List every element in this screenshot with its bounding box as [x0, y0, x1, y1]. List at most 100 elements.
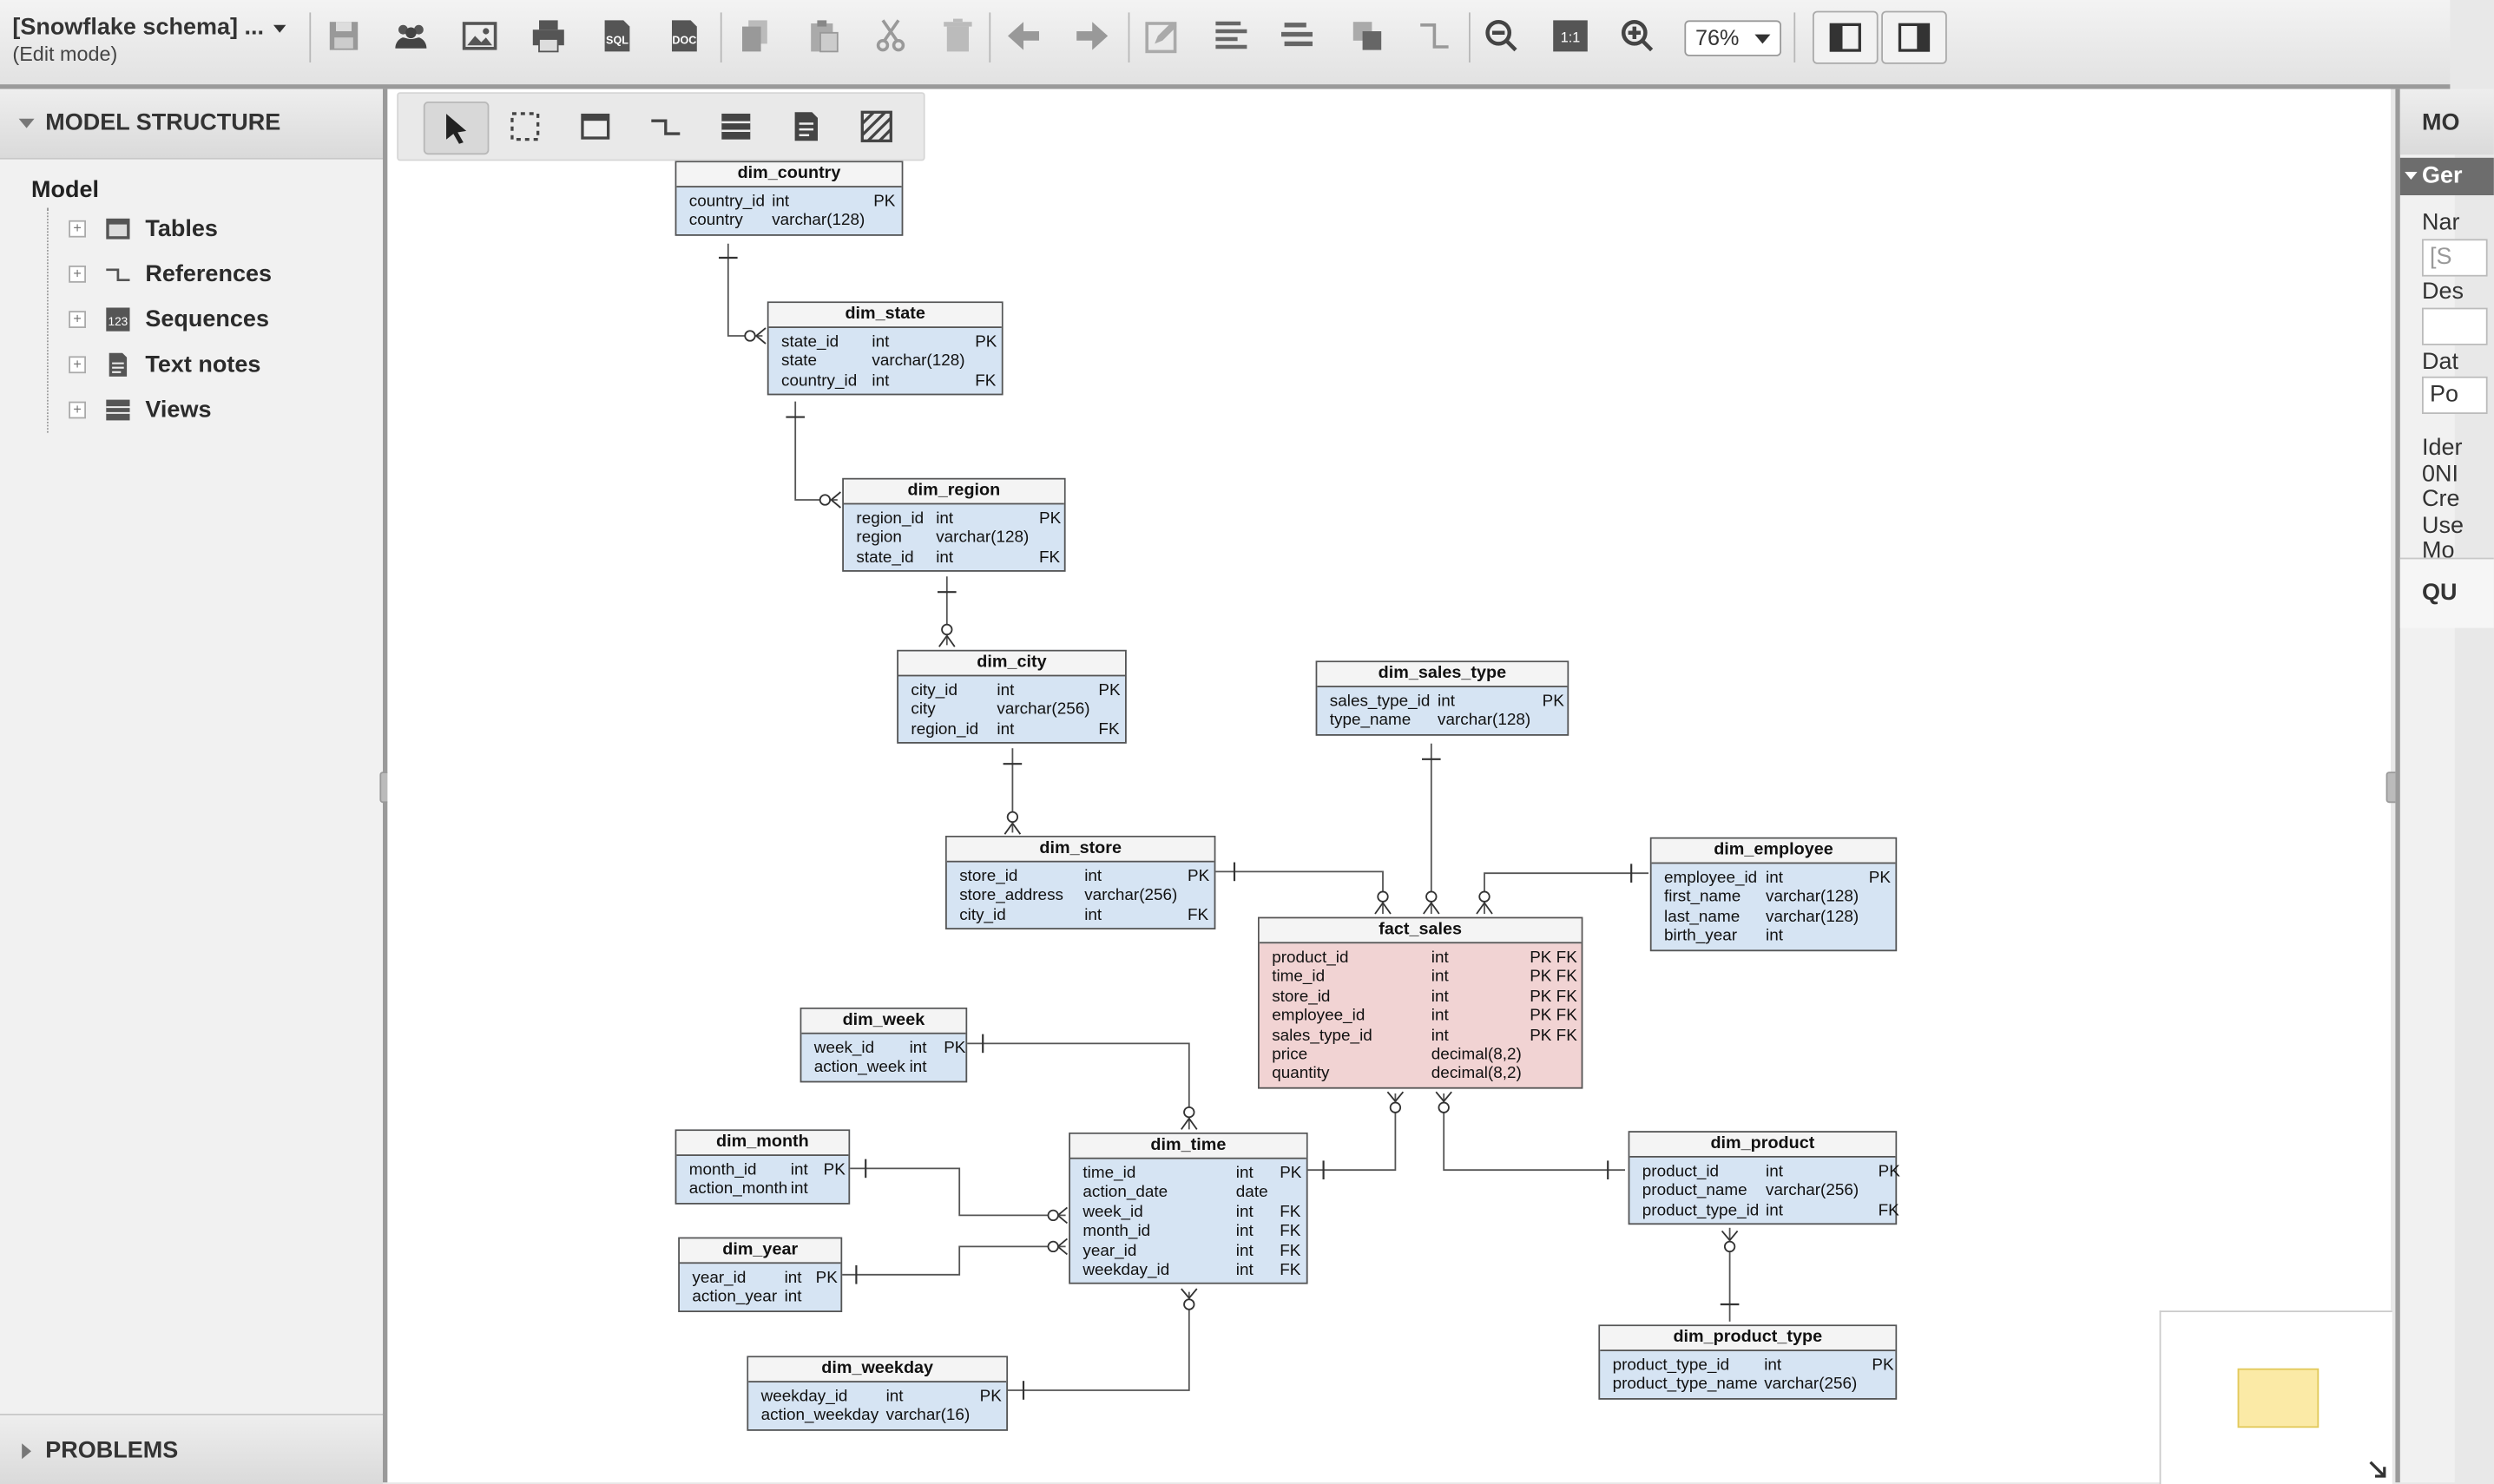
table-header[interactable]: dim_sales_type [1317, 662, 1568, 687]
delete-button[interactable] [934, 12, 981, 59]
table-header[interactable]: dim_time [1070, 1133, 1306, 1159]
database-select[interactable]: Po [2422, 376, 2488, 414]
align-button[interactable] [1208, 12, 1254, 59]
zoom-reset-button[interactable]: 1:1 [1547, 12, 1594, 59]
name-field[interactable]: [S [2422, 239, 2488, 277]
share-button[interactable] [387, 12, 434, 59]
tree-root-model[interactable]: Model [31, 176, 100, 203]
add-note-tool[interactable] [775, 102, 838, 152]
zoom-out-button[interactable] [1478, 12, 1525, 59]
zoom-select[interactable]: 76% [1684, 20, 1781, 56]
table-header[interactable]: dim_product [1629, 1133, 1896, 1158]
edit-style-button[interactable] [1139, 12, 1186, 59]
table-header[interactable]: dim_year [680, 1238, 841, 1264]
add-reference-tool[interactable] [635, 102, 697, 152]
minimap-viewport[interactable] [2237, 1368, 2320, 1428]
table-header[interactable]: dim_store [946, 837, 1214, 863]
expand-icon[interactable]: + [69, 310, 86, 328]
tree-item-views[interactable]: +Views [69, 392, 211, 427]
redo-button[interactable] [1069, 12, 1115, 59]
tree-item-references[interactable]: +References [69, 256, 272, 291]
save-button[interactable] [320, 12, 367, 59]
table-header[interactable]: dim_product_type [1600, 1326, 1896, 1351]
problems-header[interactable]: PROBLEMS [0, 1414, 383, 1484]
expand-icon[interactable]: + [69, 219, 86, 237]
tree-item-text-notes[interactable]: +Text notes [69, 347, 260, 382]
table-header[interactable]: dim_month [676, 1131, 849, 1156]
distribute-button[interactable] [1275, 12, 1322, 59]
properties-header[interactable]: MO [2399, 89, 2494, 155]
table-header[interactable]: dim_employee [1651, 838, 1896, 864]
marquee-tool[interactable] [494, 102, 556, 152]
copy-button[interactable] [731, 12, 778, 59]
document-title-text[interactable]: [Snowflake schema] ... [12, 14, 265, 41]
document-title[interactable]: [Snowflake schema] ... [12, 14, 286, 41]
add-view-tool[interactable] [705, 102, 767, 152]
tree-item-tables[interactable]: +Tables [69, 211, 218, 246]
export-image-button[interactable] [457, 12, 503, 59]
generate-sql-button[interactable]: SQL [594, 12, 641, 59]
expand-icon[interactable]: + [69, 355, 86, 373]
add-area-tool[interactable] [846, 102, 908, 152]
description-field[interactable] [2422, 307, 2488, 345]
print-button[interactable] [525, 12, 572, 59]
arrange-button[interactable] [1344, 12, 1391, 59]
paste-button[interactable] [800, 12, 847, 59]
table-header[interactable]: dim_city [898, 651, 1125, 677]
table-header[interactable]: dim_region [844, 479, 1064, 505]
chevron-down-icon[interactable] [273, 23, 286, 32]
table-header[interactable]: dim_week [801, 1008, 966, 1034]
